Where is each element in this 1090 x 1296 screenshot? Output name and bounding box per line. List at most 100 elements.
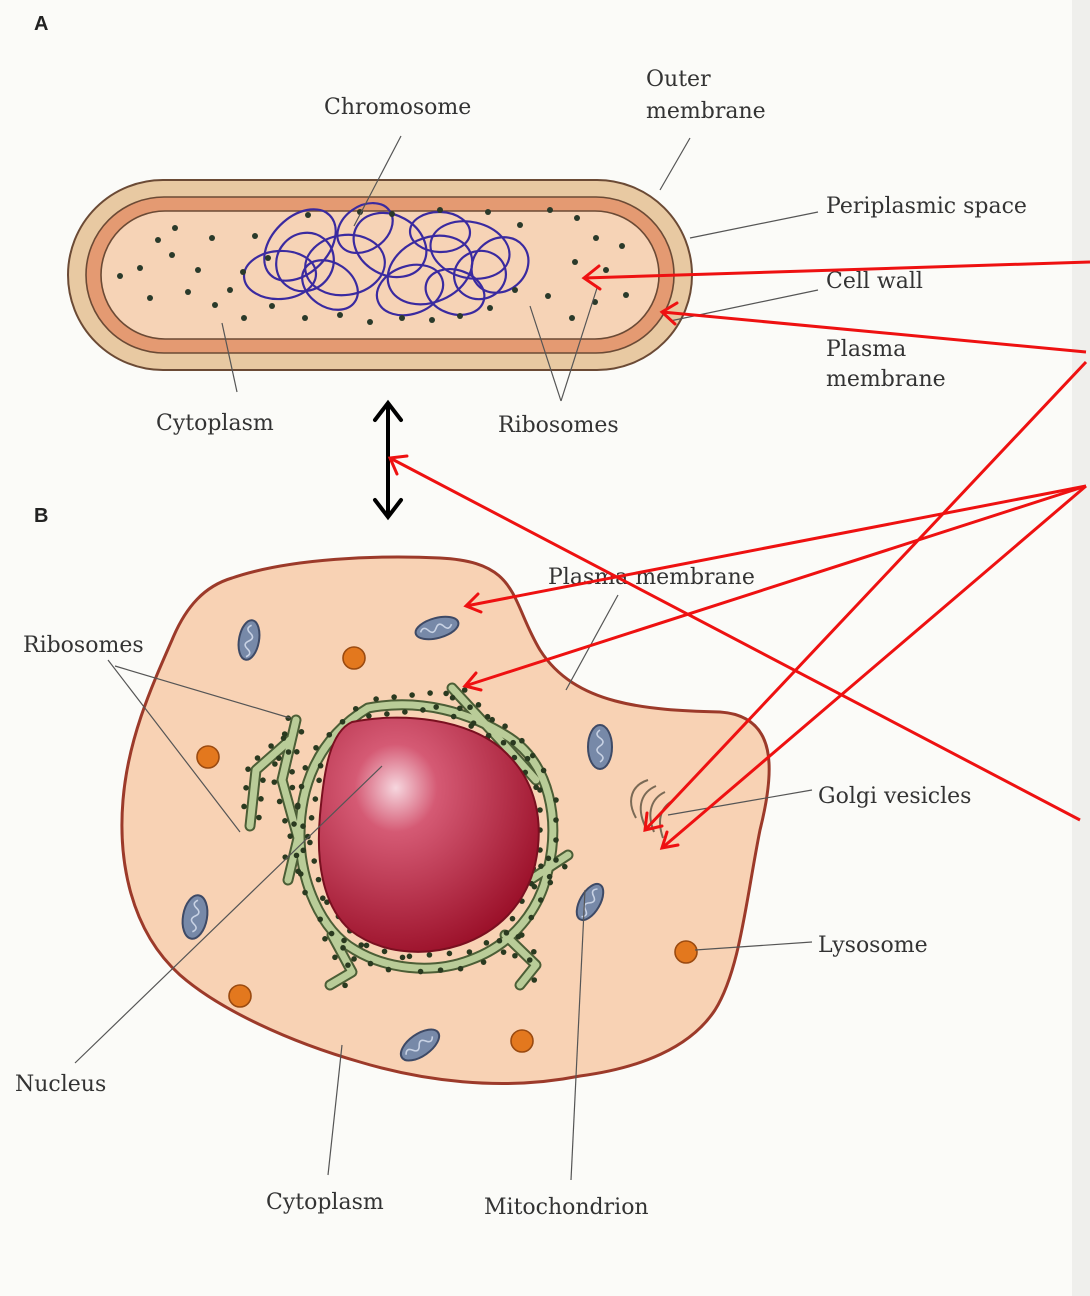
er-ribosome-dot	[298, 871, 304, 877]
er-ribosome-dot	[277, 799, 283, 805]
ribosome-dot	[367, 319, 373, 325]
ribosome-dot	[269, 303, 275, 309]
er-ribosome-dot	[289, 769, 295, 775]
er-ribosome-dot	[402, 709, 408, 715]
ribosome-dot	[429, 317, 435, 323]
ribosome-dot	[302, 315, 308, 321]
ribosome-dot	[574, 215, 580, 221]
er-ribosome-dot	[299, 784, 305, 790]
er-ribosome-dot	[450, 695, 456, 701]
ribosome-dot	[172, 225, 178, 231]
er-ribosome-dot	[532, 884, 538, 890]
label-cytoplasm-b: Cytoplasm	[266, 1190, 384, 1215]
er-ribosome-dot	[497, 938, 503, 944]
er-ribosome-dot	[290, 785, 296, 791]
ribosome-dot	[437, 207, 443, 213]
er-ribosome-dot	[311, 858, 317, 864]
nucleus-shape	[319, 718, 539, 952]
er-ribosome-dot	[329, 931, 335, 937]
er-ribosome-dot	[243, 785, 249, 791]
er-ribosome-dot	[302, 890, 308, 896]
ribosome-dot	[209, 235, 215, 241]
er-ribosome-dot	[320, 895, 326, 901]
ribosome-dot	[517, 222, 523, 228]
er-ribosome-dot	[276, 755, 282, 761]
er-ribosome-dot	[510, 740, 516, 746]
er-ribosome-dot	[512, 953, 518, 959]
er-ribosome-dot	[528, 915, 534, 921]
prokaryotic-cell	[68, 180, 692, 370]
ribosome-dot	[212, 302, 218, 308]
ribosome-dot	[593, 235, 599, 241]
er-ribosome-dot	[501, 949, 507, 955]
er-ribosome-dot	[287, 833, 293, 839]
label-lysosome: Lysosome	[818, 933, 928, 958]
er-ribosome-dot	[531, 949, 537, 955]
ribosome-dot	[545, 293, 551, 299]
er-ribosome-dot	[407, 954, 413, 960]
er-ribosome-dot	[541, 768, 547, 774]
lysosome-shape	[343, 647, 365, 669]
ribosome-dot	[241, 315, 247, 321]
er-ribosome-dot	[286, 749, 292, 755]
er-ribosome-dot	[547, 874, 553, 880]
eukaryotic-cell	[122, 557, 769, 1083]
ribosome-dot	[265, 255, 271, 261]
er-ribosome-dot	[391, 694, 397, 700]
er-ribosome-dot	[501, 740, 507, 746]
er-ribosome-dot	[340, 719, 346, 725]
ribosome-dot	[147, 295, 153, 301]
er-ribosome-dot	[519, 738, 525, 744]
er-ribosome-dot	[476, 702, 482, 708]
ribosome-dot	[252, 233, 258, 239]
er-ribosome-dot	[316, 778, 322, 784]
ribosome-dot	[487, 305, 493, 311]
cytoplasm-shape	[101, 211, 659, 339]
er-ribosome-dot	[342, 983, 348, 989]
er-ribosome-dot	[537, 787, 543, 793]
label-golgi-vesicles: Golgi vesicles	[818, 784, 971, 809]
er-ribosome-dot	[300, 848, 306, 854]
er-ribosome-dot	[420, 707, 426, 713]
er-ribosome-dot	[467, 949, 473, 955]
er-ribosome-dot	[271, 779, 277, 785]
er-ribosome-dot	[418, 969, 424, 975]
label-plasma-membrane-2: membrane	[826, 367, 946, 392]
ribosome-dot	[137, 265, 143, 271]
er-ribosome-dot	[353, 706, 359, 712]
er-ribosome-dot	[400, 955, 406, 961]
ribosome-dot	[305, 212, 311, 218]
er-ribosome-dot	[291, 821, 297, 827]
ribosome-dot	[155, 237, 161, 243]
ribosome-dot	[572, 259, 578, 265]
er-ribosome-dot	[313, 796, 319, 802]
er-ribosome-dot	[427, 690, 433, 696]
er-ribosome-dot	[307, 840, 313, 846]
er-ribosome-dot	[245, 766, 251, 772]
er-ribosome-dot	[438, 967, 444, 973]
er-ribosome-dot	[510, 916, 516, 922]
er-ribosome-dot	[313, 745, 319, 751]
er-ribosome-dot	[504, 930, 510, 936]
er-ribosome-dot	[468, 723, 474, 729]
er-ribosome-dot	[525, 756, 531, 762]
label-outer-membrane-1: Outer	[646, 67, 711, 92]
er-ribosome-dot	[272, 761, 278, 767]
er-ribosome-dot	[427, 952, 433, 958]
er-ribosome-dot	[485, 714, 491, 720]
er-ribosome-dot	[318, 763, 324, 769]
er-ribosome-dot	[299, 729, 305, 735]
er-ribosome-dot	[516, 934, 522, 940]
label-outer-membrane-2: membrane	[646, 99, 766, 124]
double-arrow-icon	[375, 403, 401, 517]
er-ribosome-dot	[256, 815, 262, 821]
ribosome-dot	[619, 243, 625, 249]
ribosome-dot	[117, 273, 123, 279]
er-ribosome-dot	[268, 743, 274, 749]
er-ribosome-dot	[467, 704, 473, 710]
er-ribosome-dot	[340, 945, 346, 951]
er-ribosome-dot	[553, 857, 559, 863]
er-ribosome-dot	[409, 692, 415, 698]
er-ribosome-dot	[553, 817, 559, 823]
